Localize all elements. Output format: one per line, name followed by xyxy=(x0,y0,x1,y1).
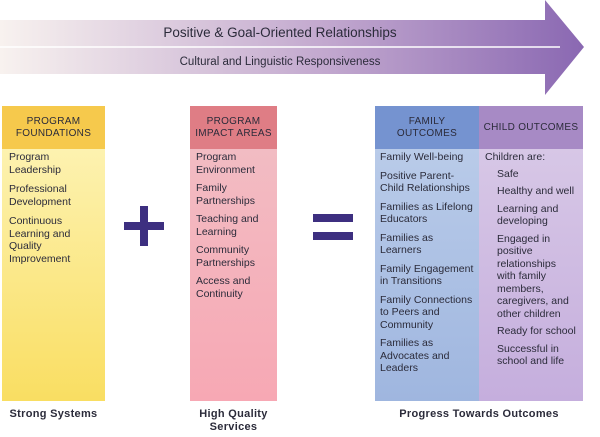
list-item: Safe xyxy=(497,167,519,180)
list-item: Engaged in positive relationships with f… xyxy=(497,232,569,320)
arrow-line-responsiveness: Cultural and Linguistic Responsiveness xyxy=(179,56,381,68)
child-outcomes-header: CHILD OUTCOMES xyxy=(479,106,583,149)
list-item: Family Well-being xyxy=(380,151,464,163)
list-item: Program Leadership xyxy=(9,151,61,176)
list-item: Access and Continuity xyxy=(196,275,251,300)
list-item: Positive Parent-Child Relationships xyxy=(380,169,470,195)
program-impact-areas-header: PROGRAM IMPACT AREAS xyxy=(190,106,277,149)
list-item: Family Connections to Peers and Communit… xyxy=(380,293,473,331)
program-foundations-list: Program Leadership Professional Developm… xyxy=(2,149,105,401)
family-outcomes-header: FAMILY OUTCOMES xyxy=(375,106,479,149)
list-item: Professional Development xyxy=(9,183,71,208)
list-item: Ready for school xyxy=(497,325,576,337)
list-item: Families as Learners xyxy=(380,231,434,257)
family-outcomes-list: Family Well-being Positive Parent-Child … xyxy=(375,149,479,401)
list-item: Community Partnerships xyxy=(196,244,255,269)
list-item: Successful in school and life xyxy=(497,342,565,368)
relationships-arrow xyxy=(0,0,584,95)
list-item: Program Environment xyxy=(196,151,255,176)
list-item: Continuous Learning and Quality Improvem… xyxy=(9,215,71,265)
list-item: Teaching and Learning xyxy=(196,213,259,238)
progress-towards-outcomes-label: Progress Towards Outcomes xyxy=(399,408,559,420)
list-item: Family Partnerships xyxy=(196,182,255,207)
list-item: Healthy and well xyxy=(497,185,575,197)
child-outcomes-intro: Children are: xyxy=(485,151,546,163)
list-item: Learning and developing xyxy=(497,202,559,228)
list-item: Families as Advocates and Leaders xyxy=(380,337,450,374)
arrow-line-relationships: Positive & Goal-Oriented Relationships xyxy=(163,25,397,40)
high-quality-services-label: High Quality Services xyxy=(199,408,268,433)
list-item: Family Engagement in Transitions xyxy=(380,262,474,288)
program-foundations-header: PROGRAM FOUNDATIONS xyxy=(2,106,105,149)
program-impact-areas-list: Program Environment Family Partnerships … xyxy=(190,149,277,401)
plus-icon xyxy=(124,206,164,246)
child-outcomes-list: Children are: Safe Healthy and well Lear… xyxy=(479,149,583,401)
list-item: Families as Lifelong Educators xyxy=(380,200,473,226)
strong-systems-label: Strong Systems xyxy=(9,408,98,420)
equals-icon xyxy=(313,214,353,240)
